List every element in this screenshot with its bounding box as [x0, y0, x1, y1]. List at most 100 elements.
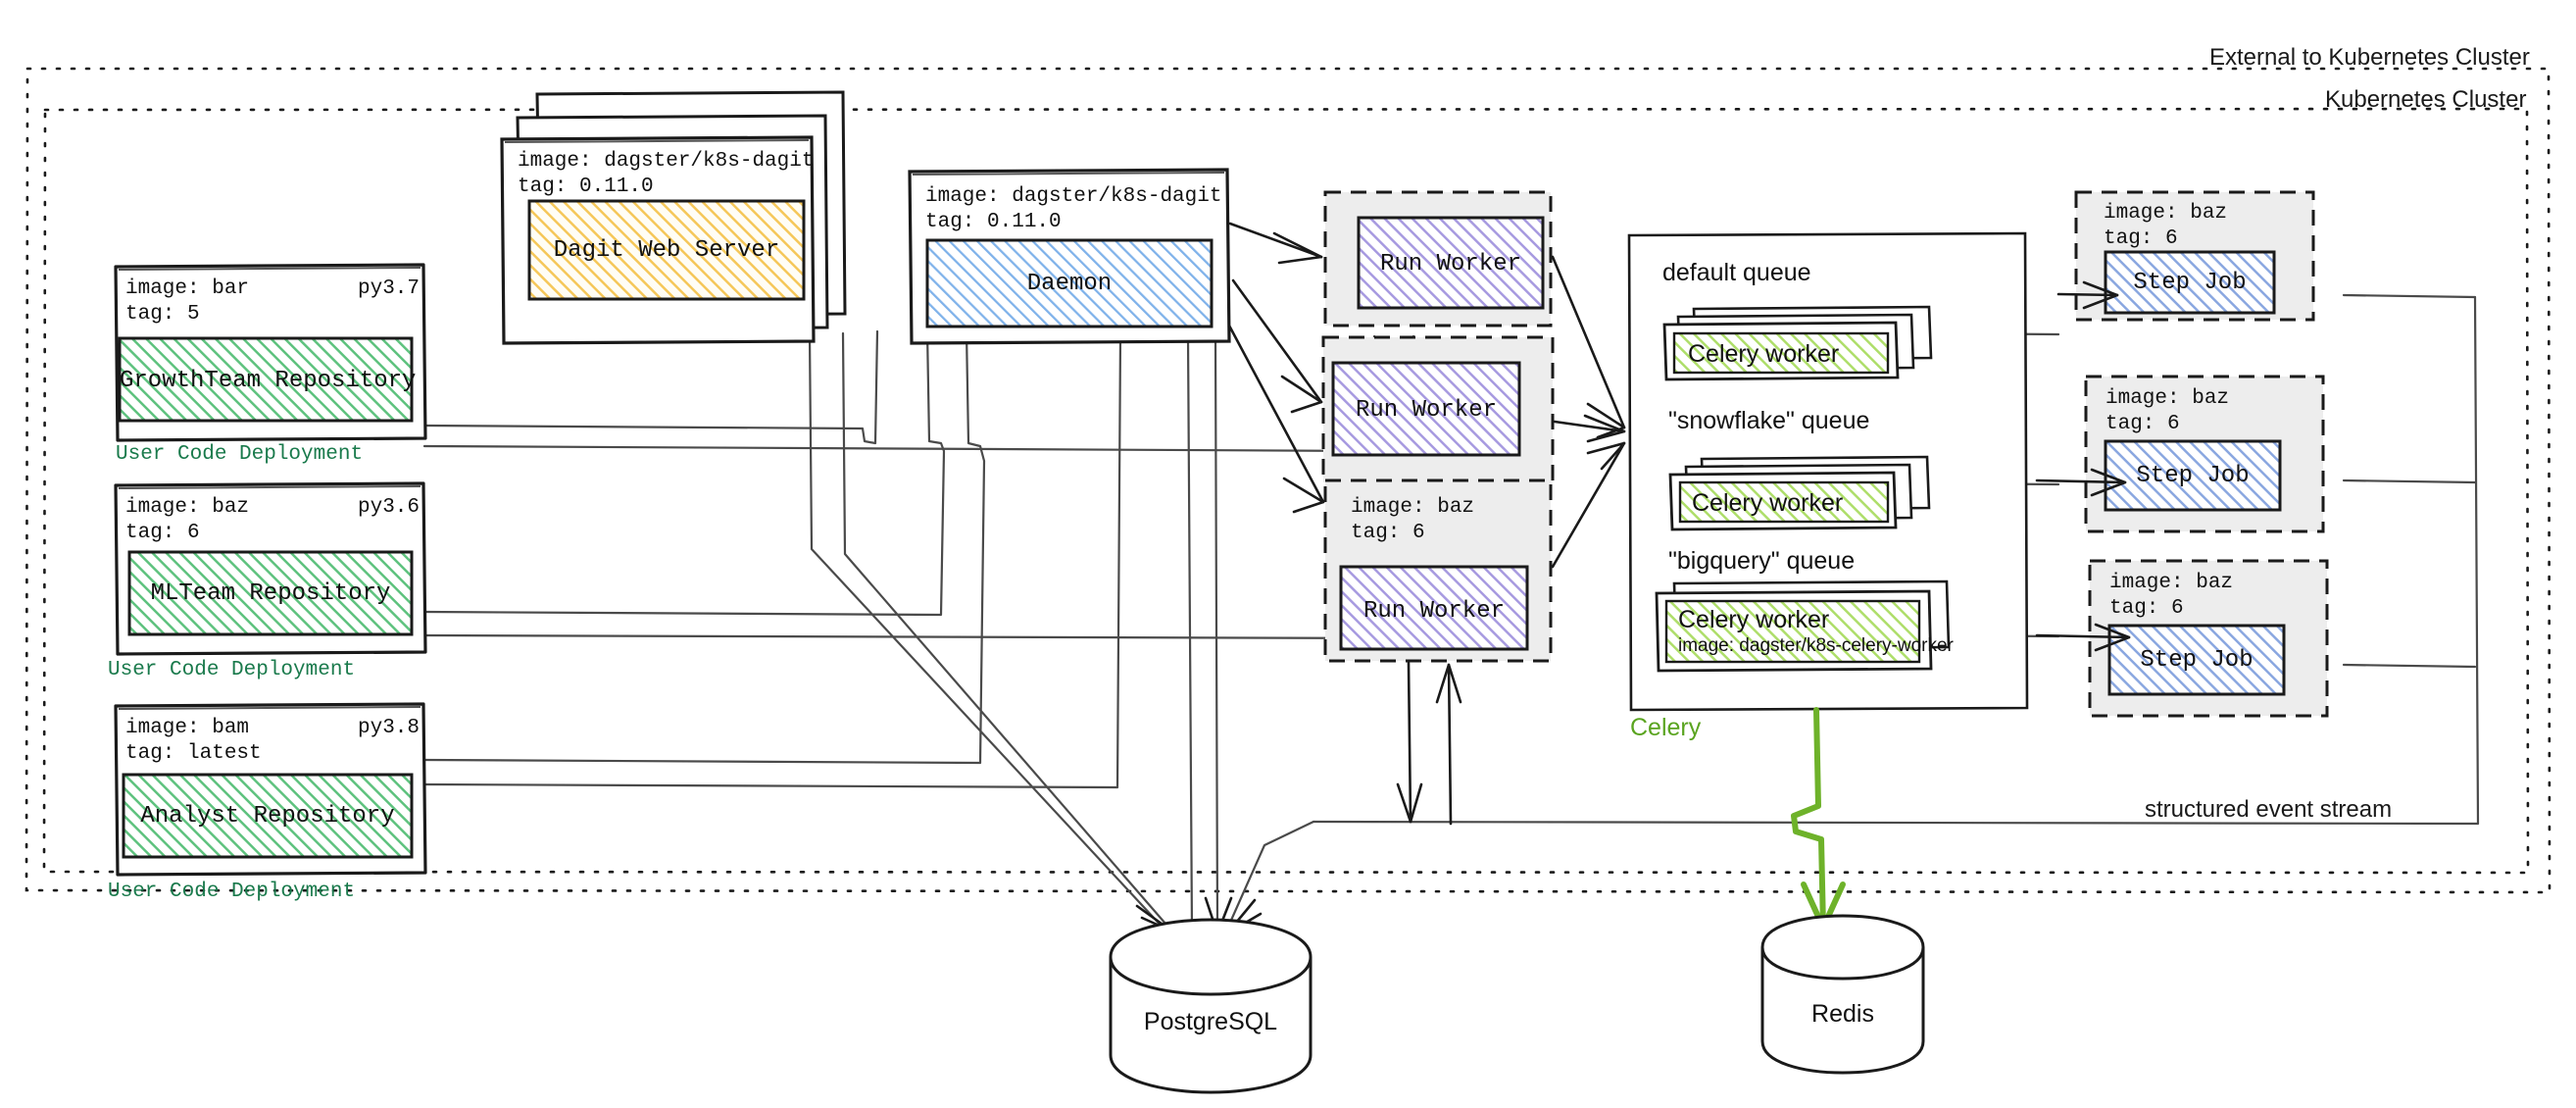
celery-worker-snowflake-fill [1678, 480, 1890, 524]
line-daemon-to-postgres [1186, 334, 1194, 933]
line-daemon-to-postgres-2 [1214, 334, 1219, 933]
dagit-tag: tag: 0.11.0 [518, 176, 654, 199]
repo-2-python: py3.6 [357, 496, 420, 519]
event-stream-label: structured event stream [2145, 796, 2393, 823]
external-cluster-label: External to Kubernetes Cluster [2209, 44, 2530, 71]
step-job-1-fill [2104, 250, 2276, 315]
run-worker-3-title: Run Worker [1362, 598, 1506, 625]
dagit-title: Dagit Web Server [553, 237, 780, 264]
step-job-3-image: image: baz [2109, 572, 2234, 594]
repo-2-tag: tag: 6 [125, 522, 200, 545]
line-dagit-to-postgres [808, 331, 1168, 933]
line-stepjob3-bus [2342, 663, 2477, 669]
celery-worker-default-title: Celery worker [1688, 340, 1840, 368]
daemon-meta: image: dagster/k8s-dagit tag: 0.11.0 [925, 184, 1229, 236]
arrow-rw1-to-celery [1551, 255, 1626, 429]
step-job-3-meta: image: baz tag: 6 [2109, 571, 2315, 623]
repo-3-python: py3.8 [357, 717, 420, 739]
repo-1-image: image: bar [125, 277, 250, 300]
line-stepjob2-bus [2342, 478, 2477, 484]
celery-worker-bigquery-title: Celery worker [1678, 606, 1830, 633]
arrow-celery-to-redis [1791, 707, 1826, 931]
repo-1-tag: tag: 5 [125, 303, 200, 327]
step-job-2-tag: tag: 6 [2105, 413, 2180, 436]
celery-label: Celery [1630, 714, 1702, 741]
repo-1-meta: image: bar py3.7 tag: 5 [125, 277, 420, 328]
repo-2-fill [127, 550, 414, 636]
repo-3-caption: User Code Deployment [108, 881, 356, 903]
run-worker-1-fill [1357, 216, 1545, 310]
step-job-1-title: Step Job [2133, 270, 2247, 296]
line-event-stream-to-postgres [1223, 820, 1315, 935]
arrow-rw2-to-celery [1553, 420, 1626, 433]
repo-3-meta: image: bam py3.8 tag: latest [125, 716, 420, 768]
line-repo3-to-daemon [422, 334, 1122, 789]
redis-cylinder [1760, 914, 1925, 1075]
run-worker-2-title: Run Worker [1355, 397, 1498, 424]
line-repo1-to-dagit [422, 329, 879, 445]
repo-1-caption: User Code Deployment [116, 443, 364, 466]
repo-2-meta: image: baz py3.6 tag: 6 [125, 495, 420, 547]
kubernetes-cluster-label: Kubernetes Cluster [2325, 86, 2527, 113]
celery-worker-snowflake-title: Celery worker [1692, 489, 1844, 517]
daemon-fill [925, 238, 1214, 328]
repo-2-caption: User Code Deployment [108, 659, 356, 681]
arrow-rw3-to-celery [1551, 441, 1626, 569]
step-job-2-title: Step Job [2136, 463, 2250, 489]
run-worker-1-title: Run Worker [1379, 251, 1522, 277]
step-job-2-fill [2104, 439, 2282, 512]
kubernetes-cluster-boundary [42, 107, 2530, 875]
step-job-3-fill [2107, 624, 2286, 696]
daemon-image: image: dagster/k8s-dagit [925, 185, 1222, 208]
celery-worker-bigquery-fill [1664, 599, 1921, 664]
repo-3-image: image: bam [125, 717, 250, 739]
repo-2-title: MLTeam Repository [150, 580, 391, 607]
repo-1-python: py3.7 [357, 277, 420, 300]
repo-1-title: GrowthTeam Repository [120, 368, 417, 394]
repo-2-image: image: baz [125, 496, 250, 519]
redis-label: Redis [1811, 1000, 1874, 1028]
run-worker-3-tag: tag: 6 [1351, 522, 1425, 545]
arrow-rw3-down [1407, 661, 1412, 824]
dagit-image: image: dagster/k8s-dagit [518, 150, 815, 173]
repo-3-tag: tag: latest [125, 742, 262, 766]
run-worker-2-fill [1331, 361, 1521, 457]
step-job-1-tag: tag: 6 [2104, 227, 2178, 251]
line-event-stream-bus [1312, 295, 2480, 826]
arrow-daemon-to-rw3 [1227, 324, 1325, 504]
postgresql-cylinder [1109, 918, 1313, 1094]
step-job-2-meta: image: baz tag: 6 [2105, 386, 2311, 438]
celery-worker-default-fill [1672, 331, 1890, 375]
daemon-tag: tag: 0.11.0 [925, 211, 1062, 234]
celery-worker-bigquery-image: image: dagster/k8s-celery-worker [1678, 635, 1954, 656]
step-job-1-image: image: baz [2104, 202, 2228, 225]
line-dagit-to-postgres-2 [841, 331, 1174, 933]
arrow-rw3-up [1447, 663, 1453, 826]
line-repo2-to-dagit [422, 329, 946, 617]
run-worker-3-fill [1339, 565, 1529, 651]
postgresql-label: PostgreSQL [1143, 1008, 1278, 1035]
line-stepjob1-bus [2342, 293, 2477, 299]
queue-label-default: default queue [1662, 259, 1811, 286]
step-job-2-image: image: baz [2105, 387, 2230, 410]
step-job-3-tag: tag: 6 [2109, 597, 2184, 621]
run-worker-3-meta: image: baz tag: 6 [1351, 495, 1547, 547]
run-worker-3-image: image: baz [1351, 496, 1475, 519]
queue-label-snowflake: "snowflake" queue [1668, 407, 1870, 434]
arrow-celery-to-stepjob3 [2035, 633, 2131, 639]
step-job-3-title: Step Job [2140, 647, 2254, 674]
repo-3-fill [122, 773, 414, 859]
repo-3-title: Analyst Repository [140, 803, 395, 830]
repo-1-fill [118, 336, 414, 423]
dagit-meta: image: dagster/k8s-dagit tag: 0.11.0 [518, 149, 815, 201]
arrow-daemon-to-rw2 [1231, 278, 1323, 404]
